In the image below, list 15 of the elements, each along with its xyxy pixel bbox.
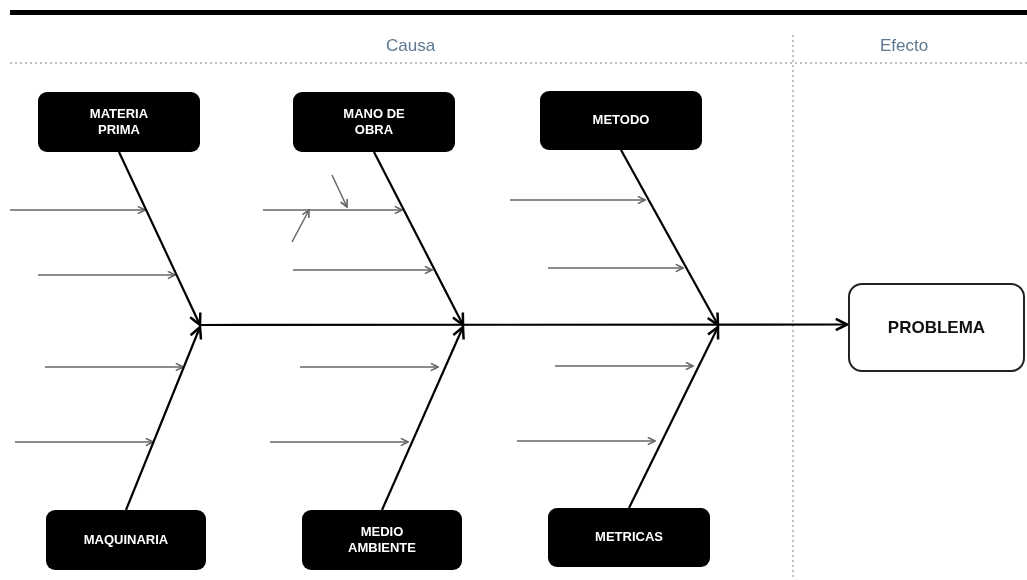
bone-arrow [118, 151, 202, 327]
section-heading: Efecto [880, 36, 929, 56]
bone-arrow [373, 151, 465, 327]
category-box: METRICAS [548, 508, 710, 567]
bone-arrow [125, 325, 203, 511]
category-box: MANO DE OBRA [293, 92, 455, 152]
category-box: MATERIA PRIMA [38, 92, 200, 152]
category-box: MEDIO AMBIENTE [302, 510, 462, 570]
category-box: METODO [540, 91, 702, 150]
bone-arrow [381, 325, 465, 511]
bone-arrow [628, 325, 720, 509]
spine-arrow [200, 317, 849, 332]
category-box: MAQUINARIA [46, 510, 206, 570]
effect-box: PROBLEMA [848, 283, 1025, 372]
section-heading: Causa [386, 36, 436, 56]
